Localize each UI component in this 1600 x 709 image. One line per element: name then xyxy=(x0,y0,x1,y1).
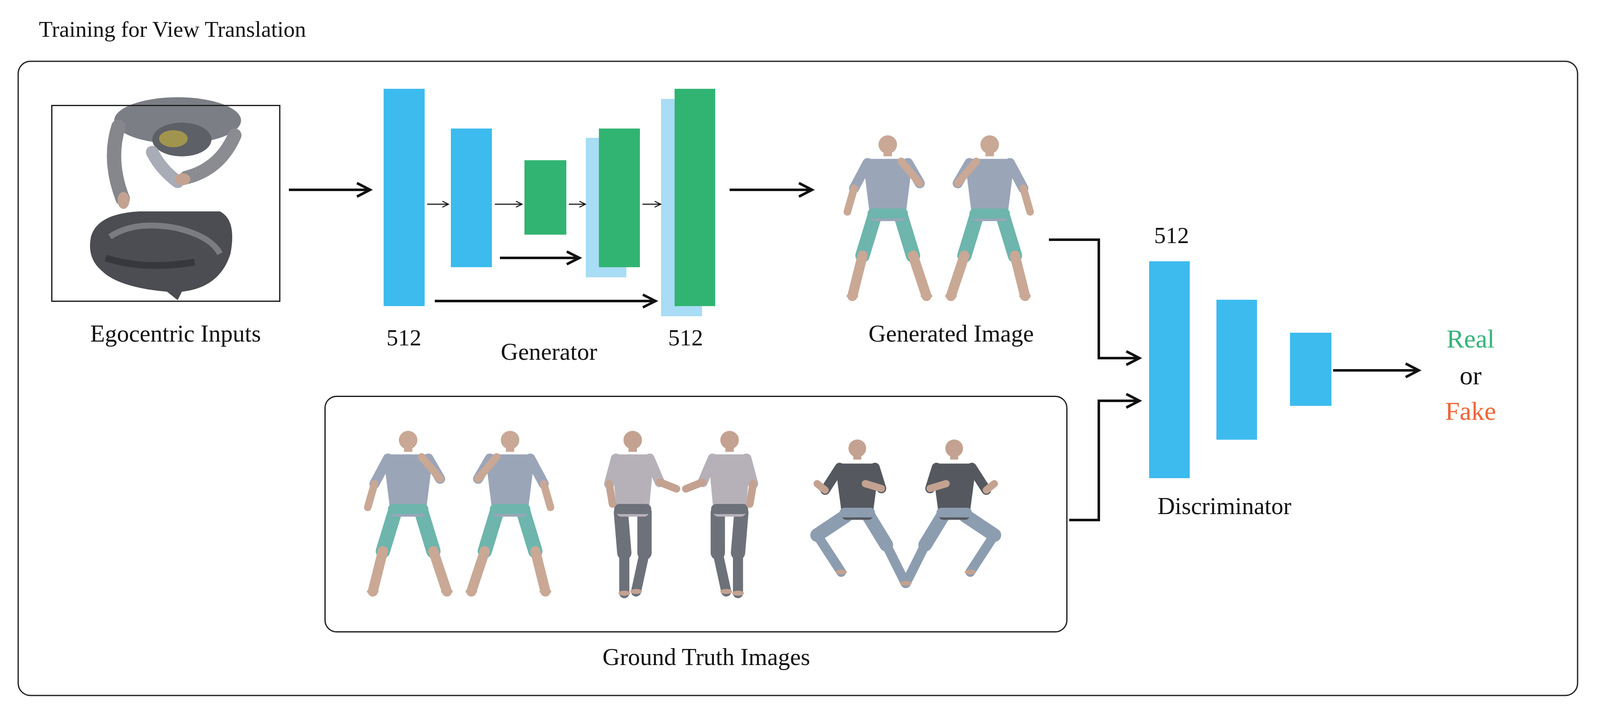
flow-arrow xyxy=(1048,239,1140,359)
human-figure xyxy=(465,430,552,595)
or-label: or xyxy=(1459,361,1482,390)
flow-arrow xyxy=(288,188,371,192)
diagram-title: Training for View Translation xyxy=(38,16,306,42)
flow-arrow xyxy=(729,188,813,192)
egocentric-picture xyxy=(90,97,242,301)
dimension-label: 512 xyxy=(668,325,704,352)
human-figures xyxy=(366,135,1031,596)
human-figure xyxy=(846,135,933,299)
group-label: Ground Truth Images xyxy=(602,644,811,671)
block-label: Discriminator xyxy=(1157,493,1292,520)
fake-label: Fake xyxy=(1445,396,1497,426)
panel-label: Generated Image xyxy=(868,320,1035,348)
input-panel: Egocentric Inputs xyxy=(51,104,281,359)
real-label: Real xyxy=(1446,324,1495,354)
panel-label: Egocentric Inputs xyxy=(90,320,261,348)
generator-network xyxy=(383,88,716,317)
decision-output: Real orFake xyxy=(1440,312,1502,436)
generator-block: 512 Generator 512 xyxy=(380,84,720,364)
human-figure xyxy=(366,430,453,595)
human-figure xyxy=(686,430,754,596)
outer-frame xyxy=(18,61,1578,696)
image-frame xyxy=(324,395,1068,633)
human-figure xyxy=(945,135,1032,299)
block-label: Generator xyxy=(500,338,598,366)
image-frame xyxy=(51,104,281,302)
dimension-label: 512 xyxy=(386,325,422,352)
human-figure xyxy=(817,439,912,587)
flow-arrow xyxy=(1333,369,1419,372)
discriminator-network xyxy=(1149,261,1332,479)
output-panel: Generated Image xyxy=(845,126,1045,352)
discriminator-block: 512Discriminator xyxy=(1141,219,1337,525)
human-figure xyxy=(900,439,995,587)
dimension-label: 512 xyxy=(1154,222,1190,249)
ground-truth-group: Ground Truth Images xyxy=(324,395,1068,677)
human-figure xyxy=(609,430,677,596)
flow-arrow xyxy=(1069,400,1140,521)
